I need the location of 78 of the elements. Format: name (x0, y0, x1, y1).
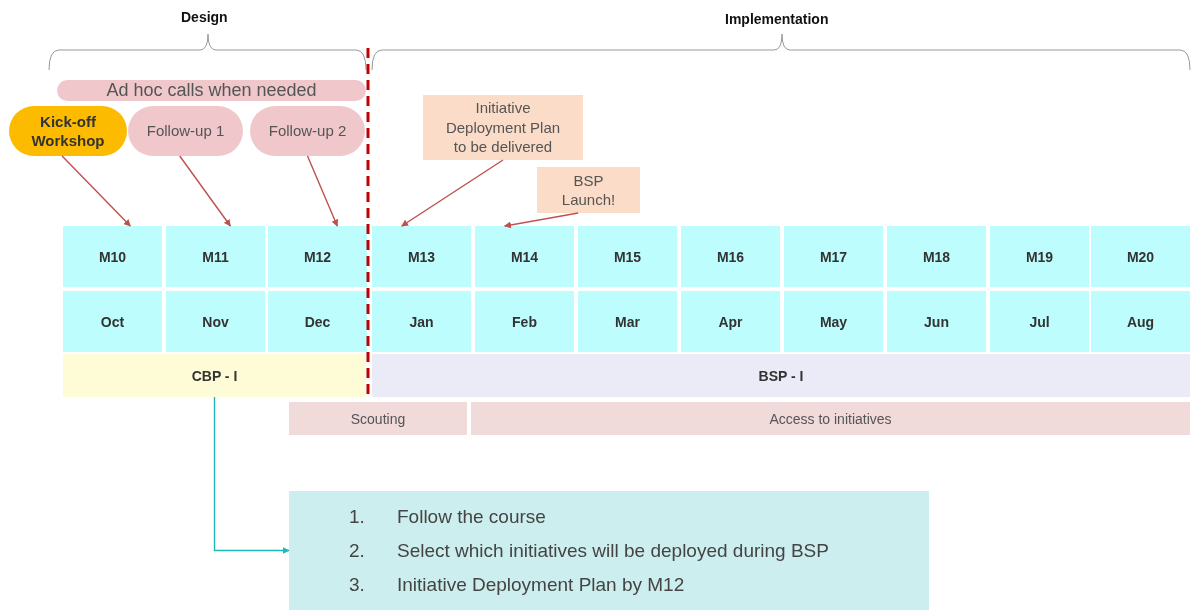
rounded-label (128, 106, 243, 156)
timeline-cell (475, 226, 574, 287)
timeline-cell (887, 291, 986, 352)
node-label: M12 (303, 248, 332, 265)
node-label: Jun (924, 313, 949, 330)
phase-heading: Implementation (725, 11, 829, 27)
phase-heading: Design (181, 9, 228, 25)
rounded-label (57, 80, 366, 101)
timeline-cell (63, 291, 162, 352)
node-label: BSP - I (758, 367, 804, 384)
timeline-cell (1091, 291, 1190, 352)
list-item-text: Follow the course (397, 505, 547, 528)
timeline-cell (578, 226, 677, 287)
list-number: 2. (349, 539, 366, 562)
activity-bar (289, 402, 467, 435)
list-number: 3. (349, 573, 366, 596)
node-label: Feb (512, 313, 537, 330)
timeline-cell (990, 291, 1089, 352)
timeline-cell (475, 291, 574, 352)
timeline-cell (990, 226, 1089, 287)
note-box (423, 95, 583, 160)
timeline-cell (63, 226, 162, 287)
timeline-cell (1091, 226, 1190, 287)
node-label: Kick-off Workshop (30, 111, 106, 151)
node-label: Follow-up 2 (268, 121, 347, 141)
node-label: M13 (407, 248, 436, 265)
node-label: BSP Launch! (560, 170, 617, 210)
node-label: M19 (1025, 248, 1054, 265)
node-label: Mar (615, 313, 640, 330)
timeline-cell (372, 226, 471, 287)
timeline-cell (784, 226, 883, 287)
node-label: Apr (718, 313, 743, 330)
list-number: 1. (349, 505, 366, 528)
timeline-cell (681, 291, 780, 352)
node-label: M11 (202, 248, 229, 265)
timeline-cell (372, 291, 471, 352)
node-label: Ad hoc calls when needed (106, 78, 317, 102)
node-label: M20 (1126, 248, 1155, 265)
list-item-text: Select which initiatives will be deployed during BSP (397, 539, 829, 562)
arrow (504, 212, 579, 229)
node-label: Access to initiatives (769, 410, 892, 427)
node-label: Scouting (350, 410, 406, 427)
timeline-cell (681, 226, 780, 287)
node-label: M18 (922, 248, 951, 265)
note-box (537, 167, 640, 213)
node-label: Oct (100, 313, 125, 330)
node-label: M16 (716, 248, 745, 265)
timeline-cell (166, 226, 265, 287)
arrow (306, 155, 339, 227)
node-label: Dec (304, 313, 331, 330)
timeline-cell (887, 226, 986, 287)
list-item-text: Initiative Deployment Plan by M12 (397, 573, 686, 596)
arrow (61, 155, 131, 227)
rounded-label (250, 106, 365, 156)
timeline-cell (268, 226, 367, 287)
arrow (179, 155, 232, 227)
timeline-cell (578, 291, 677, 352)
node-label: Jan (409, 313, 434, 330)
node-label: Jul (1029, 313, 1050, 330)
node-label: Initiative Deployment Plan to be delivered (444, 98, 562, 157)
arrow (213, 396, 290, 554)
activity-bar (471, 402, 1190, 435)
timeline-cell (166, 291, 265, 352)
task-list-box (289, 491, 929, 610)
node-label: Follow-up 1 (146, 121, 225, 141)
node-label: Nov (202, 313, 229, 330)
timeline-cell (784, 291, 883, 352)
node-label: M15 (613, 248, 642, 265)
node-label: Aug (1126, 313, 1155, 330)
rounded-label (9, 106, 127, 156)
node-label: M14 (510, 248, 539, 265)
node-label: May (819, 313, 848, 330)
node-label: CBP - I (191, 367, 238, 384)
node-label: M10 (98, 248, 127, 265)
node-label: M17 (819, 248, 848, 265)
arrow (401, 159, 504, 227)
phase-band (63, 354, 366, 397)
timeline-cell (268, 291, 367, 352)
